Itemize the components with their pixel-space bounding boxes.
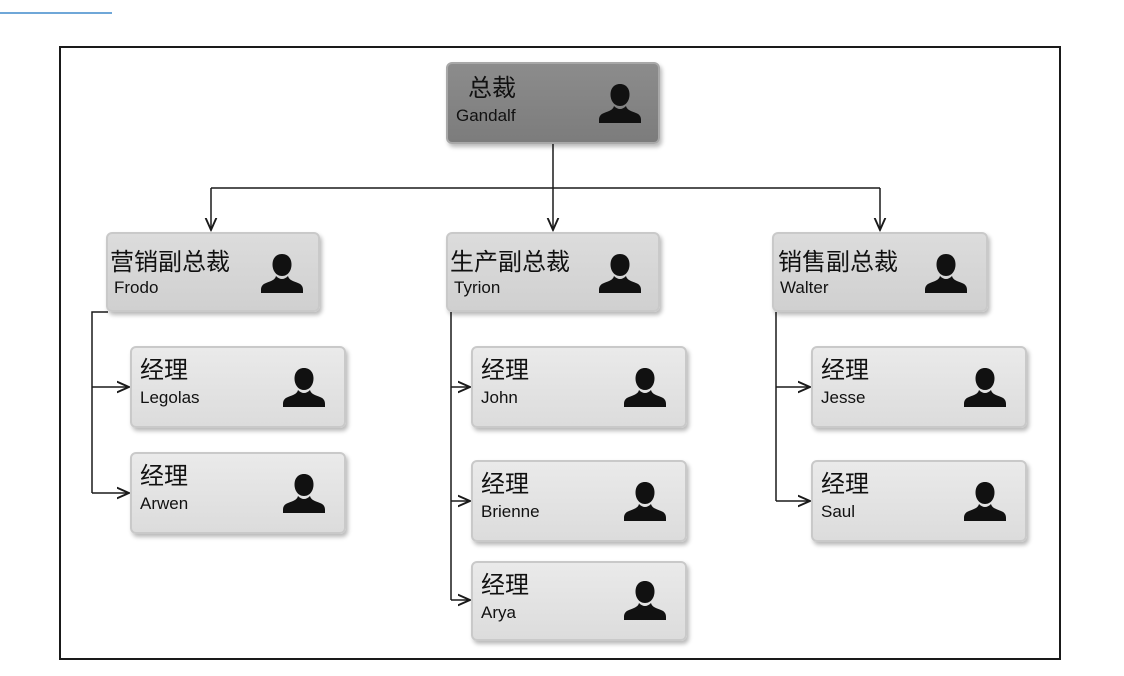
node-title: 经理 [140, 356, 188, 384]
node-manager-legolas[interactable]: 经理 Legolas [130, 346, 346, 428]
person-icon [961, 366, 1009, 410]
person-icon [280, 472, 328, 516]
node-manager-saul[interactable]: 经理 Saul [811, 460, 1027, 542]
node-manager-arya[interactable]: 经理 Arya [471, 561, 687, 641]
node-name: John [481, 388, 518, 407]
node-manager-arwen[interactable]: 经理 Arwen [130, 452, 346, 534]
person-icon [258, 252, 306, 296]
node-manager-brienne[interactable]: 经理 Brienne [471, 460, 687, 542]
person-icon [961, 480, 1009, 524]
node-title: 经理 [140, 462, 188, 490]
person-icon [621, 579, 669, 623]
node-name: Arya [481, 603, 516, 622]
node-vp-marketing[interactable]: 营销副总裁 Frodo [106, 232, 320, 312]
node-manager-john[interactable]: 经理 John [471, 346, 687, 428]
node-name: Gandalf [456, 106, 516, 125]
node-name: Walter [780, 278, 829, 297]
person-icon [621, 480, 669, 524]
node-vp-production[interactable]: 生产副总裁 Tyrion [446, 232, 660, 312]
corner-tab [0, 0, 112, 14]
node-name: Jesse [821, 388, 866, 407]
node-title: 经理 [481, 571, 529, 599]
node-title: 生产副总裁 [450, 248, 570, 276]
node-president[interactable]: 总裁 Gandalf [446, 62, 660, 144]
node-name: Saul [821, 502, 856, 521]
node-title: 经理 [481, 356, 529, 384]
node-title: 经理 [821, 470, 869, 498]
node-name: Brienne [481, 502, 540, 521]
node-manager-jesse[interactable]: 经理 Jesse [811, 346, 1027, 428]
node-name: Frodo [114, 278, 159, 297]
node-title: 经理 [821, 356, 869, 384]
node-name: Tyrion [454, 278, 501, 297]
node-title: 经理 [481, 470, 529, 498]
node-title: 营销副总裁 [110, 248, 230, 276]
node-title: 销售副总裁 [778, 248, 898, 276]
person-icon [596, 252, 644, 296]
node-name: Arwen [140, 494, 189, 513]
person-icon [280, 366, 328, 410]
person-icon [596, 82, 644, 126]
node-vp-sales[interactable]: 销售副总裁 Walter [772, 232, 988, 312]
person-icon [922, 252, 970, 296]
node-name: Legolas [140, 388, 200, 407]
person-icon [621, 366, 669, 410]
node-title: 总裁 [468, 74, 516, 102]
